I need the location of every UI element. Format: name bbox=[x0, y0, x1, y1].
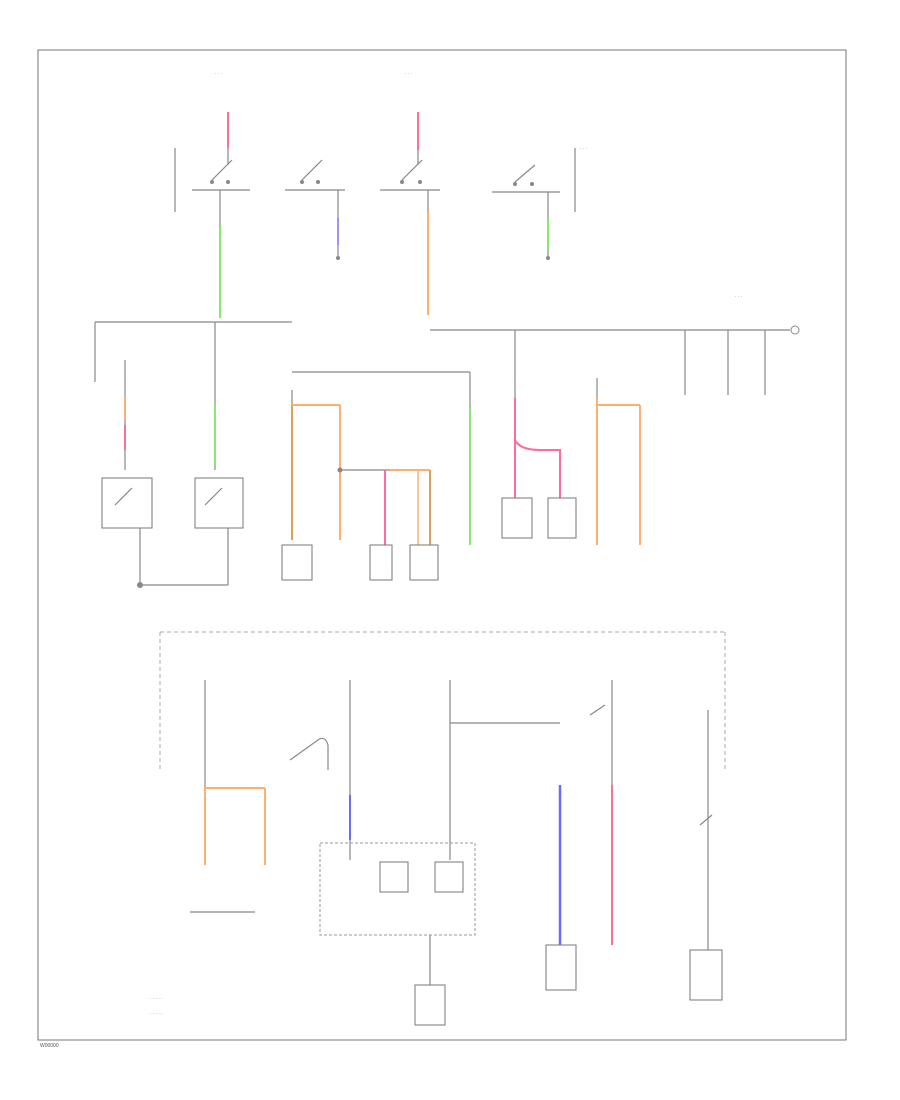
connector-1 bbox=[281, 544, 313, 581]
svg-text:· · ·: · · · bbox=[580, 146, 587, 151]
wire-pink-3 bbox=[514, 439, 561, 498]
module-inner-2 bbox=[434, 861, 464, 893]
svg-text:· · ·: · · · bbox=[215, 71, 222, 76]
relay-left bbox=[101, 477, 153, 529]
ignition-switch-2 bbox=[285, 159, 345, 260]
ignition-switch-group: · · · · · · · · · bbox=[174, 71, 587, 318]
fuse-bus: · · · bbox=[94, 294, 800, 588]
connector-3 bbox=[409, 544, 439, 581]
ignition-switch-1 bbox=[192, 112, 250, 318]
svg-text:· · · · ·: · · · · · bbox=[150, 996, 163, 1001]
page-code: W00000 bbox=[40, 1043, 59, 1049]
module-right bbox=[547, 497, 577, 539]
module-left bbox=[501, 497, 533, 539]
lower-section: · · · · · · · · · · bbox=[150, 631, 726, 1026]
connector-blue bbox=[545, 944, 577, 991]
ignition-switch-3 bbox=[380, 112, 440, 315]
module-inner-1 bbox=[379, 861, 409, 893]
connector-2 bbox=[369, 544, 393, 581]
ignition-switch-4 bbox=[492, 164, 560, 260]
connector-bottom-center bbox=[414, 984, 446, 1026]
connector-right bbox=[689, 949, 723, 1001]
svg-text:· · · · ·: · · · · · bbox=[150, 1011, 163, 1016]
relay-right bbox=[194, 477, 244, 529]
svg-text:· · ·: · · · bbox=[735, 294, 742, 299]
control-module-box bbox=[319, 842, 476, 936]
svg-text:· · ·: · · · bbox=[405, 71, 412, 76]
diagram-frame bbox=[37, 49, 847, 1041]
